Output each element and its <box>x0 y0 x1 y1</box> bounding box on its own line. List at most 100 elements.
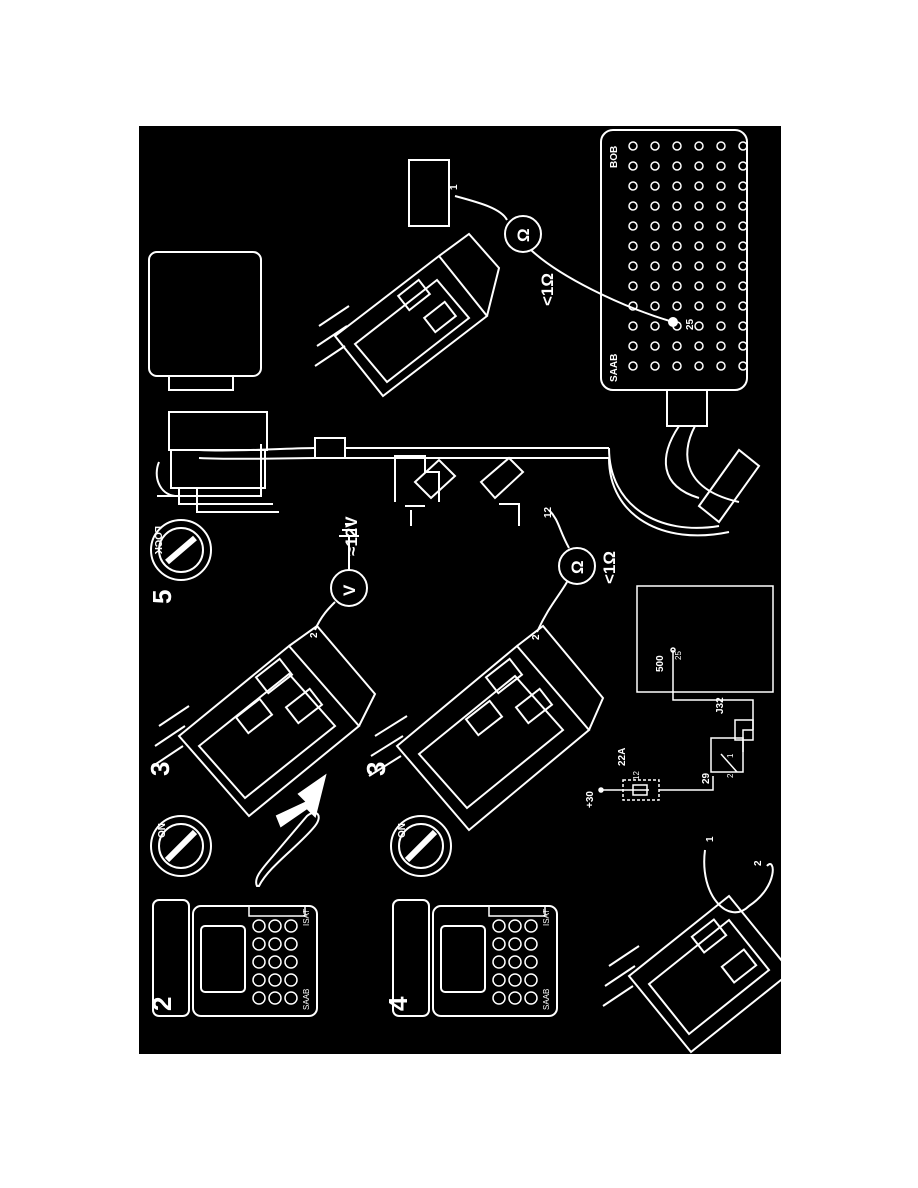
pin-2-bottom-label: 2 <box>753 860 764 866</box>
switch-relay-icon <box>710 737 744 773</box>
bob-socket-hole <box>716 141 726 151</box>
bob-socket-hole <box>650 321 660 331</box>
bob-socket-hole <box>694 221 704 231</box>
bob-socket-hole <box>694 181 704 191</box>
bob-breakout-box: 25 SAAB BOB <box>600 129 761 537</box>
control-module-pin-25: 25 <box>674 651 683 660</box>
bob-socket-hole <box>738 221 748 231</box>
panel-step-3-voltage: 3 2 V ≈12V <box>145 516 377 818</box>
bob-socket-hole <box>738 241 748 251</box>
bob-socket-hole <box>628 181 638 191</box>
bob-socket-hole <box>694 341 704 351</box>
bob-socket-hole <box>672 361 682 371</box>
step-number-2: 2 <box>147 997 177 1011</box>
bob-socket-hole <box>694 281 704 291</box>
supply-label: +30 <box>585 791 596 808</box>
wiring-schematic: +30 12 22A 29 1 2 J32 500 25 <box>585 585 774 808</box>
step-number-4: 4 <box>383 996 413 1011</box>
bob-socket-hole <box>672 261 682 271</box>
bob-socket-hole <box>628 361 638 371</box>
ignition-on-label-a: ON <box>157 823 168 838</box>
switch-pin-1: 1 <box>726 753 735 758</box>
ohmmeter-symbol-a: Ω <box>514 228 533 242</box>
bob-socket-hole <box>672 161 682 171</box>
connector-resistance-top: 1 Ω <1Ω <box>314 159 674 398</box>
fuse-number: 12 <box>632 771 641 780</box>
bob-socket-hole <box>672 301 682 311</box>
bob-socket-hole <box>716 201 726 211</box>
bob-socket-hole <box>694 201 704 211</box>
bob-socket-hole <box>738 201 748 211</box>
bob-socket-hole <box>694 301 704 311</box>
bob-socket-hole <box>628 321 638 331</box>
bob-socket-hole <box>628 241 638 251</box>
bob-socket-hole <box>628 341 638 351</box>
ignition-lock-label: LOCK <box>152 526 163 555</box>
tester-brand-a: SAAB <box>302 989 311 1010</box>
ohmmeter-symbol-b: Ω <box>568 560 587 574</box>
bob-socket-hole <box>672 201 682 211</box>
relay-block-icon <box>148 251 609 513</box>
bob-socket-hole <box>738 161 748 171</box>
pin-1-bottom-label: 1 <box>705 836 716 842</box>
bob-socket-hole <box>738 281 748 291</box>
resistance-value-a: <1Ω <box>538 273 557 306</box>
connector-j32-label: J32 <box>715 697 726 714</box>
bob-socket-hole <box>650 161 660 171</box>
bob-socket-hole <box>650 221 660 231</box>
bob-socket-hole <box>738 261 748 271</box>
bob-socket-hole <box>738 321 748 331</box>
bob-brand: SAAB <box>609 354 620 382</box>
bob-socket-hole <box>738 181 748 191</box>
bob-socket-hole <box>650 281 660 291</box>
bob-pin-25-label: 25 <box>685 318 696 330</box>
switch-pin-2: 2 <box>726 773 735 778</box>
bob-socket-hole <box>650 301 660 311</box>
panel-step-2: 2 SAAB ISAT ON <box>147 773 327 1017</box>
bob-socket-hole <box>716 321 726 331</box>
pin-12-label: 12 <box>543 506 554 518</box>
cable-adapter-icon <box>697 448 761 524</box>
wiring-test-figure: 2 SAAB ISAT ON 4 <box>139 126 781 1054</box>
pin-2-ohm-label: 2 <box>531 634 542 640</box>
bob-socket-hole <box>650 201 660 211</box>
bob-socket-hole <box>738 341 748 351</box>
bob-socket-hole <box>672 221 682 231</box>
bob-socket-hole <box>694 321 704 331</box>
connector-plug-icon <box>314 159 501 398</box>
bob-socket-hole <box>628 221 638 231</box>
relay-terminal-icon <box>394 455 525 526</box>
connector-jumper-bottom: 1 2 <box>602 836 781 1054</box>
bob-socket-hole <box>716 361 726 371</box>
step-number-5: 5 <box>147 590 177 604</box>
bob-socket-hole <box>628 281 638 291</box>
bob-socket-hole <box>738 361 748 371</box>
insert-arrow-icon <box>275 773 327 828</box>
bob-socket-hole <box>716 181 726 191</box>
pin-1-top-label: 1 <box>449 184 460 190</box>
bob-socket-hole <box>672 141 682 151</box>
diagnostic-tester-icon <box>152 899 318 1017</box>
bob-name: BOB <box>609 146 620 168</box>
control-module-label: 500 <box>655 655 666 672</box>
bob-socket-hole <box>738 301 748 311</box>
bob-cable-plug-icon <box>666 390 708 427</box>
bob-socket-hole <box>716 281 726 291</box>
connector-plug-icon <box>152 624 377 818</box>
bob-socket-hole <box>628 301 638 311</box>
ignition-switch-on-icon <box>150 815 212 877</box>
bob-socket-hole <box>694 361 704 371</box>
bob-socket-hole <box>650 341 660 351</box>
wire-29-label: 29 <box>701 772 712 784</box>
bob-socket-hole <box>716 261 726 271</box>
tester-brand-b: SAAB <box>542 989 551 1010</box>
bob-socket-hole <box>672 341 682 351</box>
pin-2-voltage-label: 2 <box>309 632 320 638</box>
bob-socket-hole <box>694 241 704 251</box>
diagnostic-tester-icon <box>392 899 558 1017</box>
bob-socket-hole <box>716 161 726 171</box>
bob-socket-hole <box>716 301 726 311</box>
step-number-3b: 3 <box>361 762 391 776</box>
ignition-switch-on-icon <box>390 815 452 877</box>
fuse-icon <box>632 784 648 796</box>
